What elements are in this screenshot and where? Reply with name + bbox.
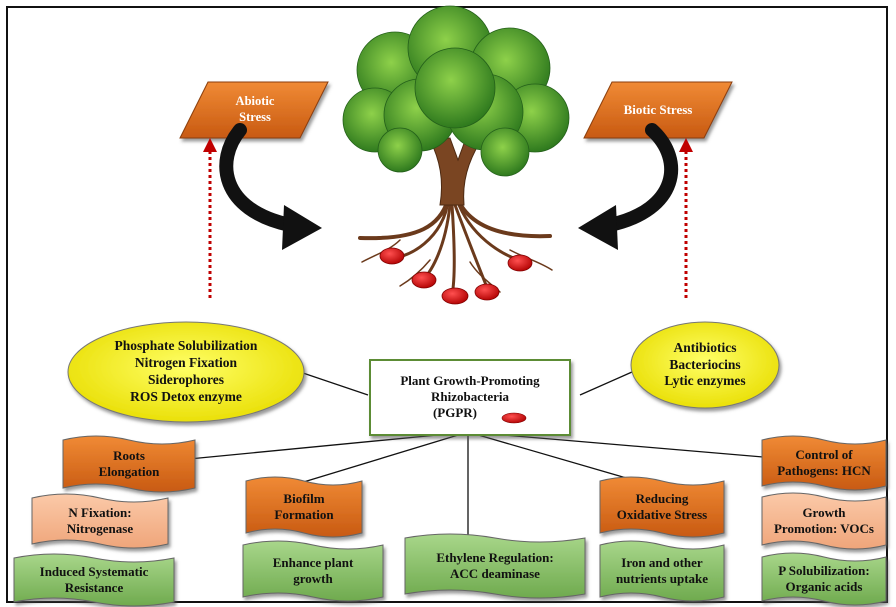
right-ellipse-item: Lytic enzymes [664,373,746,389]
banner-nfix [31,493,169,549]
left-ellipse-item: Siderophores [147,372,224,387]
right-ellipse-shape [630,321,780,409]
left-ellipse-item: ROS Detox enzyme [130,388,242,404]
left-ellipse-item: Nitrogen Fixation [134,355,238,371]
left-ellipse-shape [67,321,305,423]
curved-arrow-right [578,123,679,250]
banner-roots [62,435,196,493]
right-ellipse-item: Bacteriocins [669,356,741,372]
curved-arrow-left [219,123,322,250]
banner-enhance [242,540,384,602]
banner-isr [13,553,175,607]
tree-canopy [342,5,570,177]
banner-voc [761,492,887,550]
p-solubilization-label: P Solubilization:Organic acids [778,562,870,594]
root-nodules [379,247,533,305]
left-ellipse-item: Phosphate Solubilization [114,338,258,354]
biotic-stress-box [583,81,733,139]
right-ellipse-text: Antibiotics Bacteriocins Lytic enzymes [645,335,765,395]
banner-biofilm [245,476,363,538]
dotted-arrow-right-head [679,138,693,152]
connector-lines [157,371,776,540]
tree-roots [358,198,553,297]
banner-shapes [13,435,887,607]
dotted-arrow-left-head [203,138,217,152]
pgpr-box [369,359,571,436]
abiotic-stress-box [179,81,329,139]
bacterium-icon [501,412,527,424]
pgpr-title: Plant Growth-Promoting Rhizobacteria (PG… [400,372,540,421]
biotic-stress-label: Biotic Stress [623,101,693,117]
banner-iron [599,540,725,602]
tree-illustration [342,5,570,305]
ethylene-regulation-label: Ethylene Regulation:ACC deaminase [436,549,554,581]
banner-ethylene [404,533,586,599]
n-fixation-label: N Fixation:Nitrogenase [66,504,134,536]
right-ellipse-item: Antibiotics [673,339,737,355]
banner-control [761,435,887,491]
abiotic-stress-label: Abiotic Stress [235,94,275,124]
left-ellipse-text: Phosphate Solubilization Nitrogen Fixati… [86,332,286,412]
tree-trunk [429,137,481,206]
banner-oxidative [599,476,725,538]
banner-psol [761,552,887,606]
